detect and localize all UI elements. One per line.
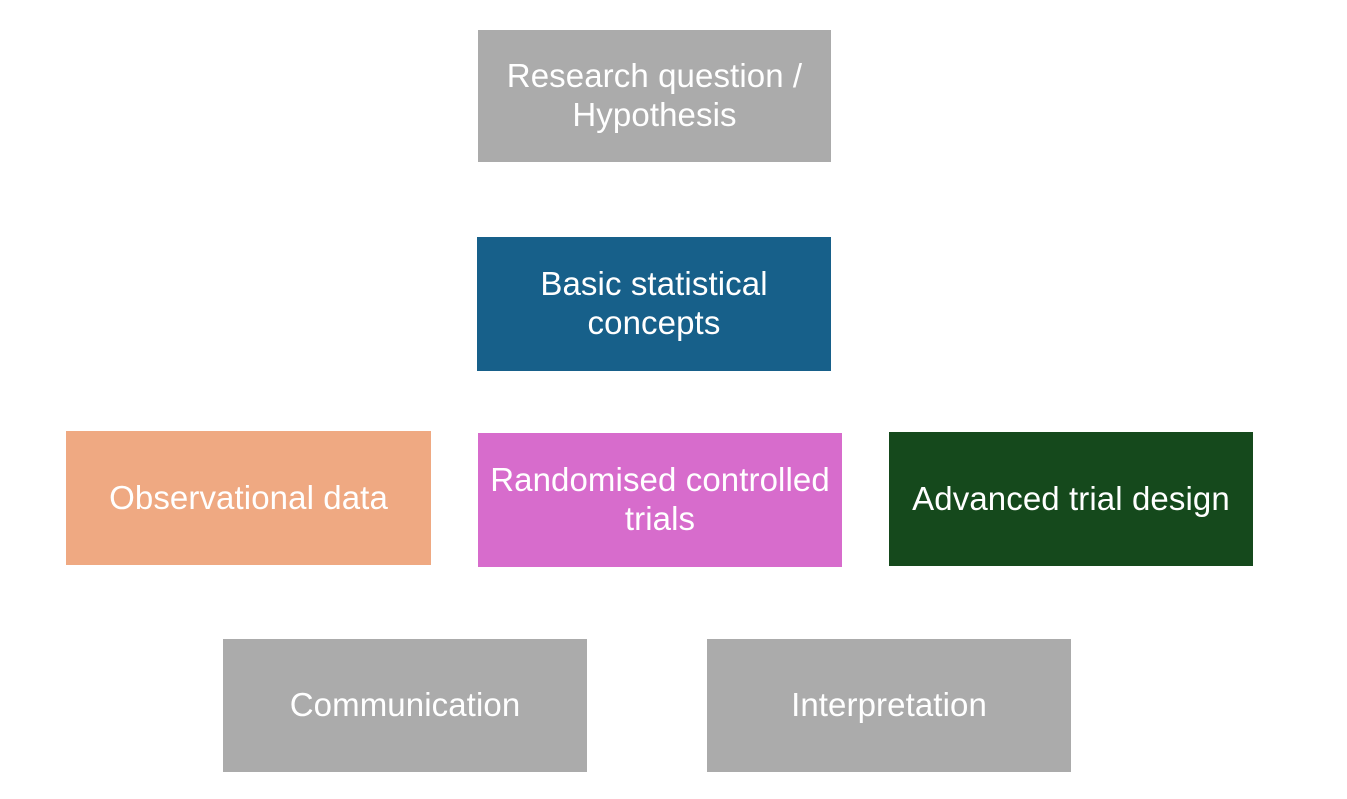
node-observational-data[interactable]: Observational data bbox=[66, 431, 431, 565]
node-randomised-controlled-trials[interactable]: Randomised controlled trials bbox=[478, 433, 842, 567]
node-interpretation-label: Interpretation bbox=[791, 686, 987, 724]
node-advanced-trial-design-label: Advanced trial design bbox=[912, 479, 1230, 517]
node-communication-label: Communication bbox=[289, 686, 521, 724]
node-randomised-controlled-trials-label: Randomised controlled trials bbox=[490, 461, 830, 537]
node-research-question[interactable]: Research question / Hypothesis bbox=[478, 30, 831, 162]
node-research-question-label: Research question / Hypothesis bbox=[506, 57, 803, 133]
node-advanced-trial-design[interactable]: Advanced trial design bbox=[889, 432, 1253, 566]
node-observational-data-label: Observational data bbox=[109, 478, 388, 516]
node-basic-statistical-concepts[interactable]: Basic statistical concepts bbox=[477, 237, 831, 371]
node-communication[interactable]: Communication bbox=[223, 639, 587, 772]
node-interpretation[interactable]: Interpretation bbox=[707, 639, 1071, 772]
node-basic-statistical-concepts-label: Basic statistical concepts bbox=[540, 265, 768, 341]
